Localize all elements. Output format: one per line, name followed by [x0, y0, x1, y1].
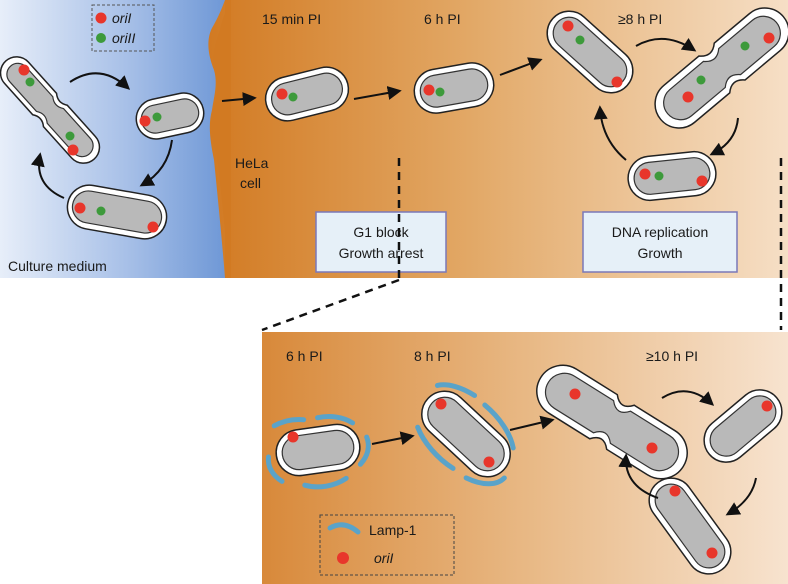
cycle-arrow: [725, 477, 757, 516]
bottom-timepoint-6h: 6 h PI: [286, 348, 323, 364]
ori-i-dot: [682, 91, 694, 103]
hela-label-line1: HeLa: [235, 155, 269, 171]
lamp1-legend-swatch: [327, 522, 361, 535]
bacterium-15min: [264, 66, 350, 122]
ori-ii-dot: [575, 35, 585, 45]
timepoint-8h: ≥8 h PI: [618, 11, 662, 27]
ori-ii-legend-dot: [96, 33, 106, 43]
ori-i-dot: [139, 115, 151, 127]
cycle-arrow: [139, 139, 173, 187]
ori-ii-legend-label: oriII: [112, 30, 135, 46]
progress-arrow: [371, 431, 415, 446]
ori-i-dot: [67, 144, 79, 156]
ori-ii-dot: [152, 112, 162, 122]
ori-ii-dot: [25, 77, 35, 87]
bacterium-8h-elongated: [546, 10, 634, 94]
ori-i-dot: [276, 88, 288, 100]
top-panel: oriI oriII Culture medium HeLa cell 15 m…: [0, 0, 788, 278]
top-legend: oriI oriII: [91, 4, 155, 52]
ori-i-dot: [287, 431, 299, 443]
ori-i-dot: [639, 168, 651, 180]
progress-arrow: [499, 57, 543, 76]
ori-i-dot: [423, 84, 435, 96]
ori-i-dot: [483, 456, 495, 468]
cycle-arrow: [618, 453, 659, 499]
ori-i-dot: [706, 547, 718, 559]
cycle-arrow: [30, 152, 65, 199]
ori-i-dot: [74, 202, 86, 214]
progress-arrow: [509, 415, 555, 431]
ori-ii-dot: [96, 206, 106, 216]
ori-i-dot: [646, 442, 658, 454]
bottom-legend: Lamp-1 oriI: [319, 514, 455, 576]
growth-arrest-line2: Growth arrest: [339, 245, 424, 261]
cycle-arrow: [661, 390, 715, 406]
ori-i-dot: [696, 175, 708, 187]
growth-arrest-box: G1 block Growth arrest: [315, 211, 447, 273]
timepoint-15min: 15 min PI: [262, 11, 321, 27]
host-cell-region: [208, 0, 788, 278]
ori-ii-dot: [288, 92, 298, 102]
ori-i-legend-dot-bottom: [337, 552, 349, 564]
ori-i-dot: [763, 32, 775, 44]
ori-i-dot: [669, 485, 681, 497]
ori-i-dot: [761, 400, 773, 412]
ori-i-legend-label-bottom: oriI: [374, 550, 394, 566]
ori-i-dot: [435, 398, 447, 410]
ori-i-legend-label: oriI: [112, 10, 132, 26]
cycle-arrow: [593, 105, 627, 161]
bacterium-medium-right: [135, 92, 205, 140]
ori-i-dot: [147, 221, 159, 233]
progress-arrow: [353, 86, 402, 100]
bottom-timepoint-8h: 8 h PI: [414, 348, 451, 364]
ori-i-dot: [611, 76, 623, 88]
ori-ii-dot: [435, 87, 445, 97]
ori-i-dot: [562, 20, 574, 32]
entry-arrow: [221, 92, 257, 107]
growth-arrest-line1: G1 block: [353, 224, 409, 240]
ori-i-legend-dot: [95, 12, 107, 24]
cycle-arrow: [709, 117, 739, 156]
ori-ii-dot: [696, 75, 706, 85]
replication-line1: DNA replication: [612, 224, 709, 240]
bacterium-8h-bottom: [627, 150, 717, 202]
ori-i-dot: [18, 64, 30, 76]
ori-ii-dot: [740, 41, 750, 51]
lamp1-legend-label: Lamp-1: [369, 522, 417, 538]
zoom-connector: [261, 158, 783, 332]
hela-label-line2: cell: [240, 175, 261, 191]
ori-ii-dot: [65, 131, 75, 141]
bottom-timepoint-10h: ≥10 h PI: [646, 348, 698, 364]
replication-box: DNA replication Growth: [582, 211, 738, 273]
bottom-panel: 6 h PI 8 h PI ≥10 h PI: [262, 332, 788, 584]
ori-ii-dot: [654, 171, 664, 181]
bacterium-medium-bottom: [66, 184, 168, 240]
timepoint-6h: 6 h PI: [424, 11, 461, 27]
replication-line2: Growth: [637, 245, 682, 261]
ori-i-dot: [569, 388, 581, 400]
culture-medium-label: Culture medium: [8, 258, 107, 274]
bacterium-8h-lamp1: [415, 382, 516, 487]
cycle-arrow: [635, 37, 697, 52]
cycle-arrow: [69, 72, 131, 90]
